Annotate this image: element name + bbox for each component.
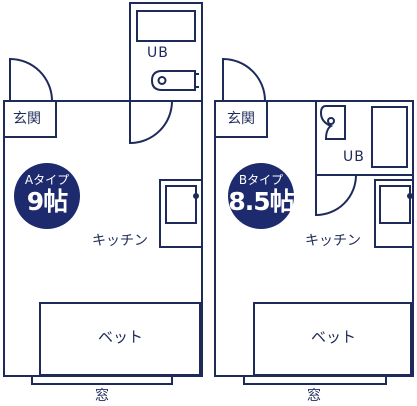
plan-a-ub-fixtures (136, 10, 199, 91)
plan-b-ub-door (315, 174, 357, 217)
plan-b-kitchen-label: キッチン (305, 233, 361, 249)
plan-a-size-label: 9帖 (26, 187, 68, 216)
plan-b-window-label: 窓 (307, 388, 321, 404)
plan-a-window-label: 窓 (95, 388, 109, 404)
plan-a-ub-label: UB (147, 45, 169, 61)
plan-a-type-badge: Aタイプ 9帖 (14, 163, 80, 229)
plan-a-bed-label: ベット (98, 328, 144, 346)
plan-a-entrance-label: 玄関 (13, 111, 41, 127)
plan-b-ub-label: UB (343, 149, 365, 165)
plan-a-kitchen (159, 179, 203, 248)
plan-b-type-label: Bタイプ (238, 173, 284, 187)
plan-b-kitchen (374, 179, 414, 248)
plan-a-bed (39, 302, 201, 376)
plan-b-bed-label: ベット (311, 328, 357, 346)
plan-b-entrance-door (222, 57, 266, 102)
plan-b-type-badge: Bタイプ 8.5帖 (228, 163, 295, 229)
plan-b-entrance-label: 玄関 (227, 111, 255, 127)
plan-b-window (243, 376, 387, 385)
plan-a-kitchen-label: キッチン (92, 233, 148, 249)
plan-b-bed (253, 302, 412, 376)
plan-a-ub-door (129, 100, 173, 145)
plan-a-entrance-door (9, 57, 53, 102)
plan-a-window (31, 376, 173, 385)
plan-a-type-label: Aタイプ (24, 173, 70, 187)
plan-b-size-label: 8.5帖 (228, 187, 294, 216)
